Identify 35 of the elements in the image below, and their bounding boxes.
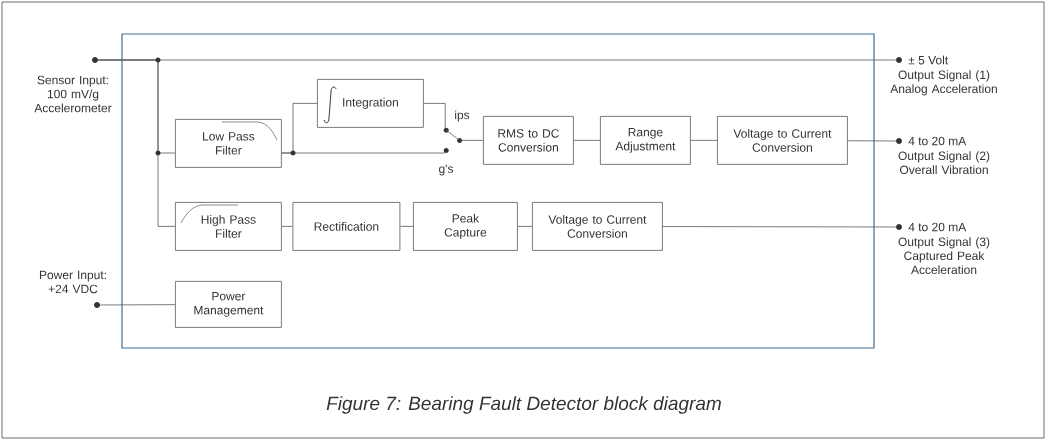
wire [99, 304, 176, 306]
terminal-label: Power Input: +24 VDC [39, 270, 106, 294]
wire [281, 152, 446, 154]
terminal-label: Output Signal (2) Overall Vibration [898, 151, 990, 174]
terminal-label: Output Signal (1) Analog Acceleration [890, 70, 997, 96]
wire [281, 226, 293, 227]
process-box: Low Pass Filter [175, 119, 282, 168]
contact-label: g's [439, 164, 454, 176]
wire [423, 103, 446, 129]
process-box: High Pass Filter [175, 202, 282, 251]
process-box: Power Management [175, 281, 282, 328]
enclosure-box [121, 33, 875, 349]
terminal-label: 4 to 20 mA [908, 222, 967, 232]
figure-caption: Figure 7: Bearing Fault Detector block diagram [326, 396, 721, 414]
wire [662, 226, 897, 228]
terminal-label: 4 to 20 mA [908, 136, 967, 146]
process-box: Voltage to Current Conversion [717, 116, 848, 165]
wire [517, 226, 533, 227]
wire [399, 226, 414, 227]
contact-label: ips [455, 110, 470, 122]
terminal-label: Output Signal (3) Captured Peak Acceleration [898, 237, 990, 274]
wire [573, 140, 601, 141]
switch-symbol [443, 127, 463, 154]
wire [847, 140, 897, 142]
terminal-label: ± 5 Volt [908, 55, 949, 65]
process-box: Peak Capture [413, 202, 518, 251]
process-box: Voltage to Current Conversion [532, 202, 663, 251]
wire [461, 140, 484, 141]
terminal-label: Sensor Input: 100 mV/g Accelerometer [34, 75, 112, 113]
wire [690, 140, 718, 141]
process-box: Rectification [292, 202, 401, 251]
process-box: RMS to DC Conversion [483, 116, 574, 165]
wire [97, 59, 176, 227]
process-box: Integration [317, 79, 424, 128]
process-box: Range Adjustment [600, 116, 691, 165]
